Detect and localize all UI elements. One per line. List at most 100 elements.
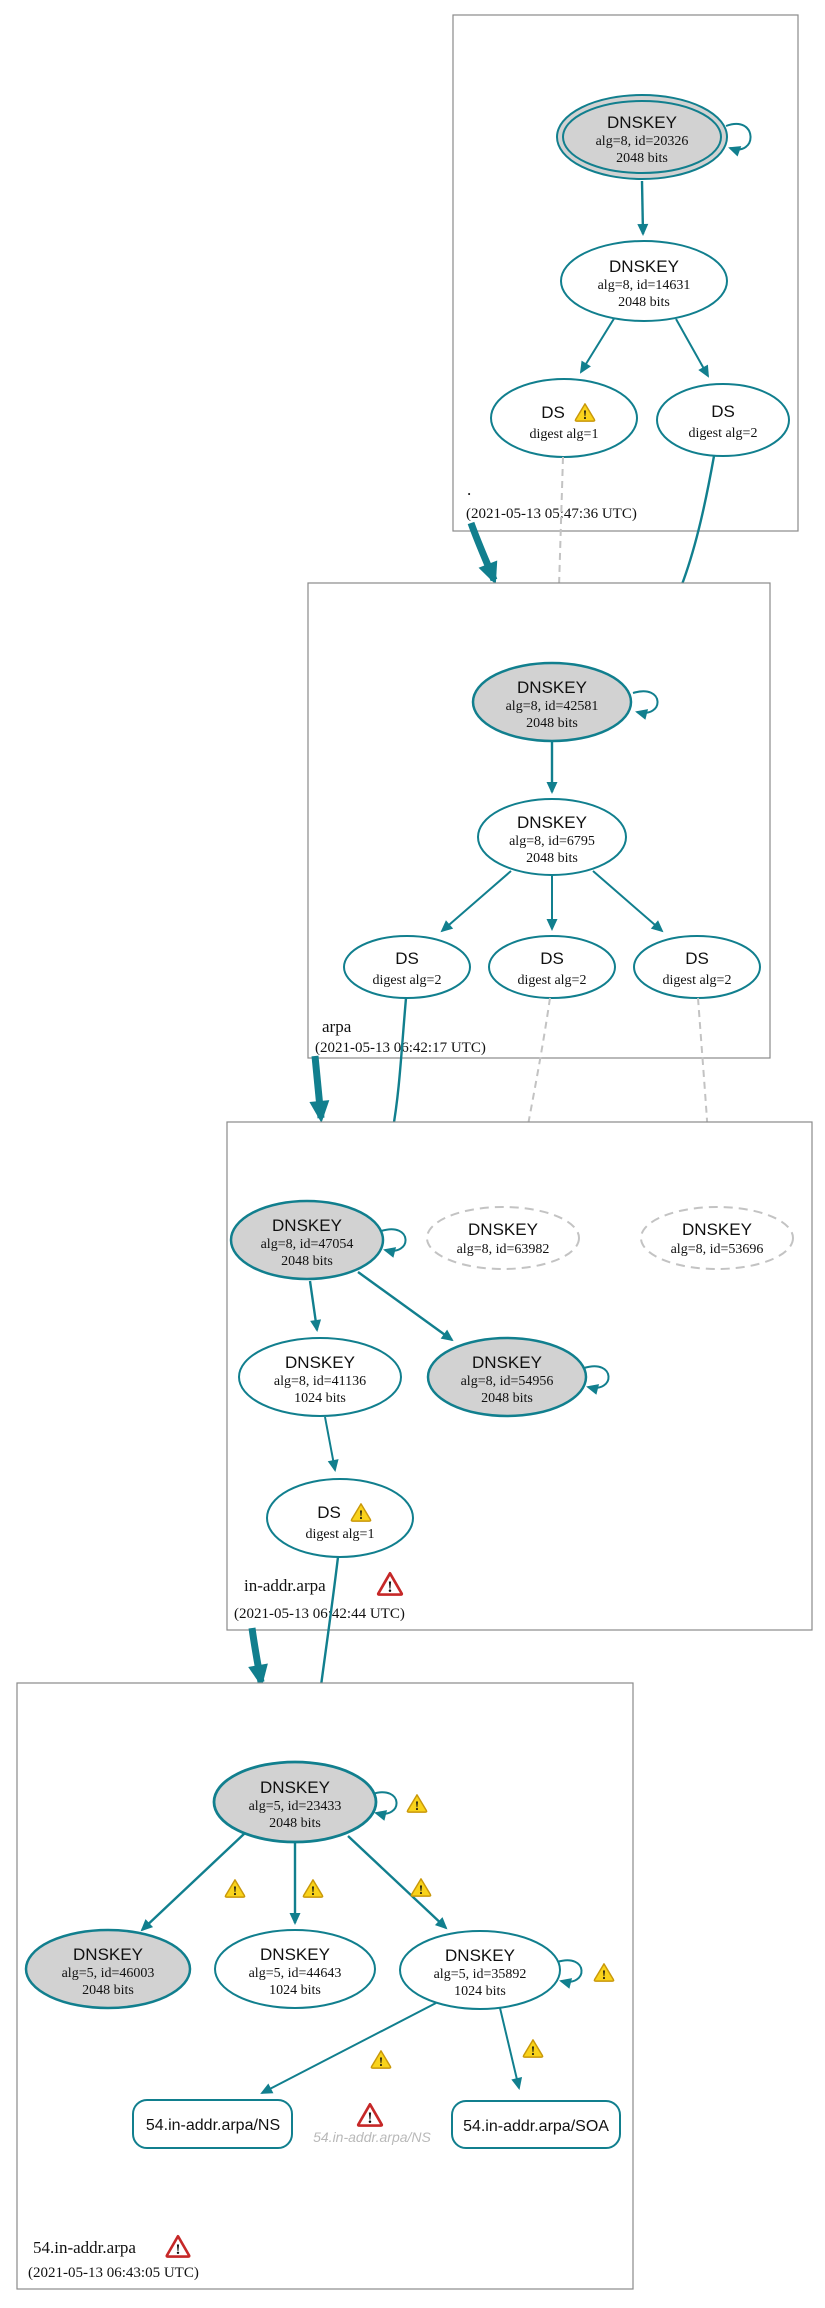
svg-text:alg=5, id=44643: alg=5, id=44643 xyxy=(249,1966,342,1981)
svg-text:alg=8, id=53696: alg=8, id=53696 xyxy=(671,1242,764,1257)
edge-47054-41136 xyxy=(308,1280,322,1332)
svg-text:1024 bits: 1024 bits xyxy=(454,1984,506,1999)
node-rrset-soa[interactable]: 54.in-addr.arpa/SOA xyxy=(451,2100,621,2149)
node-dnskey-23433[interactable]: DNSKEY alg=5, id=23433 2048 bits xyxy=(212,1760,378,1844)
svg-text:alg=8, id=54956: alg=8, id=54956 xyxy=(461,1374,554,1389)
edge-35892-soa xyxy=(499,2007,523,2090)
svg-text:DNSKEY: DNSKEY xyxy=(260,1778,330,1797)
node-arpa-ds-2[interactable]: DS digest alg=2 xyxy=(488,935,616,999)
rrset-ns-error-label: 54.in-addr.arpa/NS xyxy=(313,2129,431,2145)
svg-text:2048 bits: 2048 bits xyxy=(481,1391,533,1406)
svg-text:2048 bits: 2048 bits xyxy=(269,1816,321,1831)
edge-selfloop-54956 xyxy=(583,1365,610,1395)
svg-text:alg=8, id=42581: alg=8, id=42581 xyxy=(506,699,599,714)
svg-text:digest alg=2: digest alg=2 xyxy=(518,973,587,988)
node-root-ds-alg1[interactable]: DS digest alg=1 xyxy=(490,378,638,458)
edge-23433-46003 xyxy=(140,1832,246,1932)
node-in-addr-ds-alg1[interactable]: DS digest alg=1 xyxy=(266,1478,414,1558)
svg-text:54.in-addr.arpa/SOA: 54.in-addr.arpa/SOA xyxy=(463,2118,609,2135)
svg-text:alg=8, id=47054: alg=8, id=47054 xyxy=(261,1237,354,1252)
svg-text:alg=8, id=41136: alg=8, id=41136 xyxy=(274,1374,366,1389)
svg-text:2048 bits: 2048 bits xyxy=(526,716,578,731)
edge-35892-ns xyxy=(260,2002,437,2094)
zone-arpa: arpa (2021-05-13 06:42:17 UTC) DNSKEY al… xyxy=(307,582,771,1059)
zone-timestamp-54-in-addr-arpa: (2021-05-13 06:43:05 UTC) xyxy=(28,2265,199,2281)
zone-timestamp-in-addr-arpa: (2021-05-13 06:42:44 UTC) xyxy=(234,1606,405,1622)
node-rrset-ns-error: 54.in-addr.arpa/NS xyxy=(313,2102,432,2145)
svg-text:2048 bits: 2048 bits xyxy=(281,1254,333,1269)
svg-text:1024 bits: 1024 bits xyxy=(269,1983,321,1998)
node-dnskey-14631[interactable]: DNSKEY alg=8, id=14631 2048 bits xyxy=(560,240,728,322)
node-dnskey-6795[interactable]: DNSKEY alg=8, id=6795 2048 bits xyxy=(477,798,627,876)
svg-text:DNSKEY: DNSKEY xyxy=(468,1220,538,1239)
svg-text:alg=5, id=35892: alg=5, id=35892 xyxy=(434,1967,527,1982)
edge-selfloop-42581 xyxy=(632,690,659,720)
zone-label-54-in-addr-arpa: 54.in-addr.arpa xyxy=(33,2238,136,2257)
zone-label-arpa: arpa xyxy=(322,1017,352,1036)
node-dnskey-35892[interactable]: DNSKEY alg=5, id=35892 1024 bits xyxy=(399,1930,561,2010)
svg-text:54.in-addr.arpa/NS: 54.in-addr.arpa/NS xyxy=(146,2117,280,2134)
svg-text:2048 bits: 2048 bits xyxy=(618,295,670,310)
edge-47054-54956 xyxy=(357,1271,454,1342)
edge-6795-ds1 xyxy=(440,870,512,933)
node-root-ds-alg2[interactable]: DS digest alg=2 xyxy=(656,383,790,457)
node-dnskey-47054[interactable]: DNSKEY alg=8, id=47054 2048 bits xyxy=(229,1199,385,1281)
zone-label-in-addr-arpa: in-addr.arpa xyxy=(244,1576,326,1595)
edge-23433-35892 xyxy=(347,1835,448,1930)
svg-text:DS: DS xyxy=(541,403,565,422)
edge-20326-14631 xyxy=(637,180,649,236)
zone-timestamp-arpa: (2021-05-13 06:42:17 UTC) xyxy=(315,1040,486,1056)
svg-text:DS: DS xyxy=(711,402,735,421)
svg-text:DNSKEY: DNSKEY xyxy=(472,1353,542,1372)
svg-text:alg=8, id=6795: alg=8, id=6795 xyxy=(509,834,595,849)
node-dnskey-54956[interactable]: DNSKEY alg=8, id=54956 2048 bits xyxy=(426,1336,588,1418)
node-dnskey-44643[interactable]: DNSKEY alg=5, id=44643 1024 bits xyxy=(214,1929,376,2009)
svg-text:DNSKEY: DNSKEY xyxy=(260,1945,330,1964)
svg-text:alg=5, id=46003: alg=5, id=46003 xyxy=(62,1966,155,1981)
node-rrset-ns[interactable]: 54.in-addr.arpa/NS xyxy=(132,2099,293,2149)
node-dnskey-53696[interactable]: DNSKEY alg=8, id=53696 xyxy=(640,1206,794,1270)
edge-selfloop-35892 xyxy=(556,1959,583,1989)
edge-selfloop-23433 xyxy=(371,1791,398,1821)
node-dnskey-20326[interactable]: DNSKEY alg=8, id=20326 2048 bits xyxy=(556,94,728,180)
svg-text:alg=5, id=23433: alg=5, id=23433 xyxy=(249,1799,342,1814)
node-dnskey-42581[interactable]: DNSKEY alg=8, id=42581 2048 bits xyxy=(471,661,633,743)
svg-text:DNSKEY: DNSKEY xyxy=(445,1946,515,1965)
edge-zone-inaddr-54 xyxy=(248,1627,268,1687)
svg-text:digest alg=1: digest alg=1 xyxy=(306,1527,375,1542)
edge-14631-ds2 xyxy=(675,318,709,378)
svg-text:DNSKEY: DNSKEY xyxy=(607,113,677,132)
zone-timestamp-root: (2021-05-13 05:47:36 UTC) xyxy=(466,506,637,522)
svg-text:DNSKEY: DNSKEY xyxy=(272,1216,342,1235)
svg-text:DNSKEY: DNSKEY xyxy=(517,678,587,697)
zone-in-addr-arpa: in-addr.arpa (2021-05-13 06:42:44 UTC) D… xyxy=(226,1121,813,1631)
svg-text:alg=8, id=63982: alg=8, id=63982 xyxy=(457,1242,550,1257)
svg-text:digest alg=2: digest alg=2 xyxy=(663,973,732,988)
svg-text:DS: DS xyxy=(317,1503,341,1522)
zone-label-root: . xyxy=(467,480,471,499)
svg-text:alg=8, id=14631: alg=8, id=14631 xyxy=(598,278,691,293)
svg-text:digest alg=2: digest alg=2 xyxy=(373,973,442,988)
svg-text:DNSKEY: DNSKEY xyxy=(285,1353,355,1372)
svg-text:DNSKEY: DNSKEY xyxy=(682,1220,752,1239)
svg-text:digest alg=2: digest alg=2 xyxy=(689,426,758,441)
svg-text:alg=8, id=20326: alg=8, id=20326 xyxy=(596,134,689,149)
edge-selfloop-20326 xyxy=(725,123,752,157)
svg-text:2048 bits: 2048 bits xyxy=(616,151,668,166)
svg-text:digest alg=1: digest alg=1 xyxy=(530,427,599,442)
node-dnskey-41136[interactable]: DNSKEY alg=8, id=41136 1024 bits xyxy=(238,1337,402,1417)
svg-text:DS: DS xyxy=(395,949,419,968)
svg-text:DS: DS xyxy=(540,949,564,968)
svg-text:2048 bits: 2048 bits xyxy=(526,851,578,866)
svg-text:DS: DS xyxy=(685,949,709,968)
node-dnskey-63982[interactable]: DNSKEY alg=8, id=63982 xyxy=(426,1206,580,1270)
node-dnskey-46003[interactable]: DNSKEY alg=5, id=46003 2048 bits xyxy=(24,1928,192,2010)
node-arpa-ds-1[interactable]: DS digest alg=2 xyxy=(343,935,471,999)
edge-zone-root-arpa xyxy=(467,521,498,585)
svg-text:2048 bits: 2048 bits xyxy=(82,1983,134,1998)
edge-41136-ds xyxy=(324,1416,339,1472)
node-arpa-ds-3[interactable]: DS digest alg=2 xyxy=(633,935,761,999)
svg-text:DNSKEY: DNSKEY xyxy=(609,257,679,276)
edge-selfloop-47054 xyxy=(380,1228,407,1258)
